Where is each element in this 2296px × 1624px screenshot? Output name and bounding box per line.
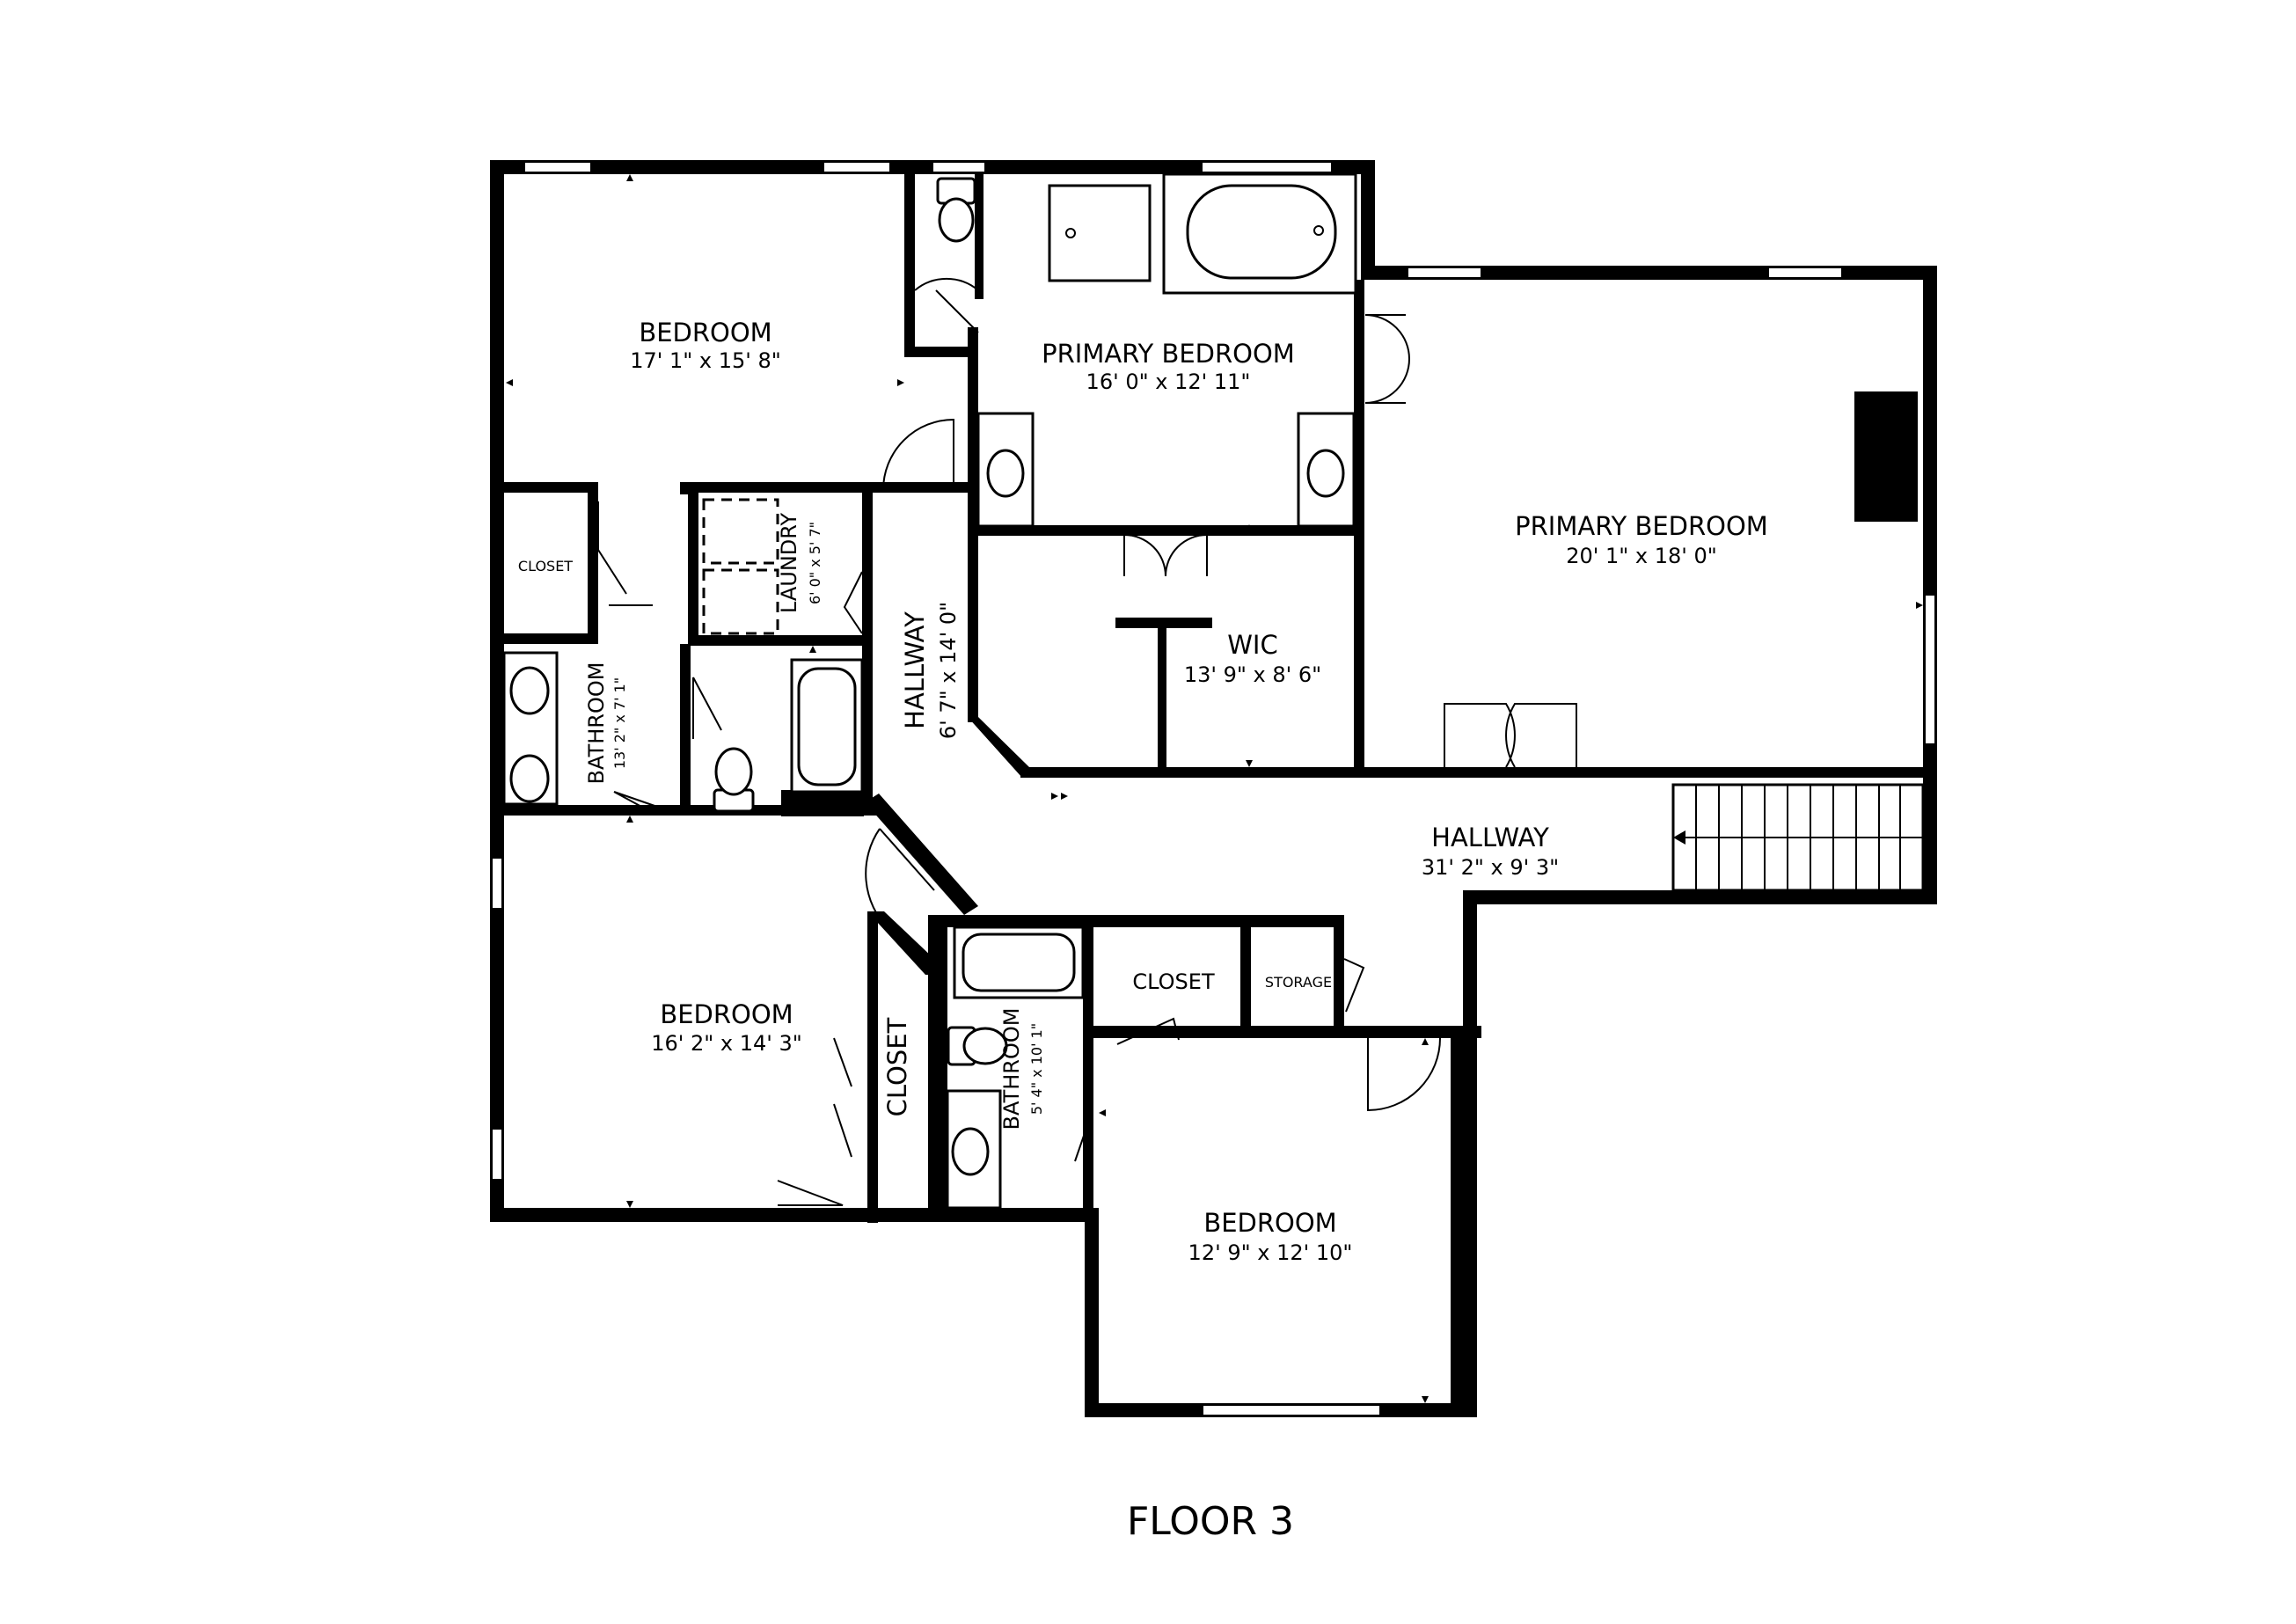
closet-s-name: CLOSET — [1132, 969, 1215, 994]
storage-name: STORAGE — [1265, 974, 1332, 991]
bedroom-se-dims: 12' 9" x 12' 10" — [1188, 1240, 1353, 1265]
stairs-icon — [1671, 783, 1925, 892]
dimension-markers — [506, 174, 1923, 1403]
closet-small-name: CLOSET — [518, 558, 573, 574]
primary-bedroom-dims: 20' 1" x 18' 0" — [1566, 544, 1717, 568]
hallway-main-name: HALLWAY — [1431, 823, 1549, 852]
fireplace-icon — [1854, 391, 1918, 522]
bathroom-w-name: BATHROOM — [584, 662, 609, 785]
bedroom-nw-dims: 17' 1" x 15' 8" — [630, 348, 781, 373]
laundry-dims: 6' 0" x 5' 7" — [807, 522, 823, 604]
laundry-name: LAUNDRY — [777, 513, 801, 613]
hallway-main-dims: 31' 2" x 9' 3" — [1422, 855, 1559, 880]
bathroom-s-dims: 5' 4" x 10' 1" — [1028, 1023, 1045, 1115]
hallway-v-dims: 6' 7" x 14' 0" — [936, 602, 961, 739]
windows — [491, 161, 1936, 1416]
room-labels: BEDROOM 17' 1" x 15' 8" PRIMARY BEDROOM … — [518, 318, 1768, 1544]
bedroom-se-name: BEDROOM — [1203, 1208, 1336, 1238]
bedroom-sw-dims: 16' 2" x 14' 3" — [651, 1031, 802, 1056]
primary-bath-dims: 16' 0" x 12' 11" — [1086, 369, 1251, 394]
primary-bath-name: PRIMARY BEDROOM — [1042, 339, 1295, 369]
floor-label: FLOOR 3 — [1127, 1499, 1294, 1544]
closet-v-name: CLOSET — [882, 1017, 912, 1116]
shower-icon — [1048, 184, 1152, 282]
wic-name: WIC — [1227, 630, 1277, 660]
exterior-walls — [490, 160, 1937, 1417]
wic-dims: 13' 9" x 8' 6" — [1184, 662, 1321, 687]
fixtures — [502, 172, 1925, 1210]
primary-bedroom-name: PRIMARY BEDROOM — [1515, 511, 1768, 541]
hallway-v-name: HALLWAY — [900, 611, 930, 729]
bathroom-s-name: BATHROOM — [999, 1008, 1024, 1130]
bathroom-w-dims: 13' 2" x 7' 1" — [611, 677, 628, 769]
bedroom-sw-name: BEDROOM — [660, 999, 793, 1029]
bedroom-nw-name: BEDROOM — [639, 318, 771, 347]
doors — [597, 277, 1577, 1206]
interior-walls — [497, 167, 1935, 1223]
